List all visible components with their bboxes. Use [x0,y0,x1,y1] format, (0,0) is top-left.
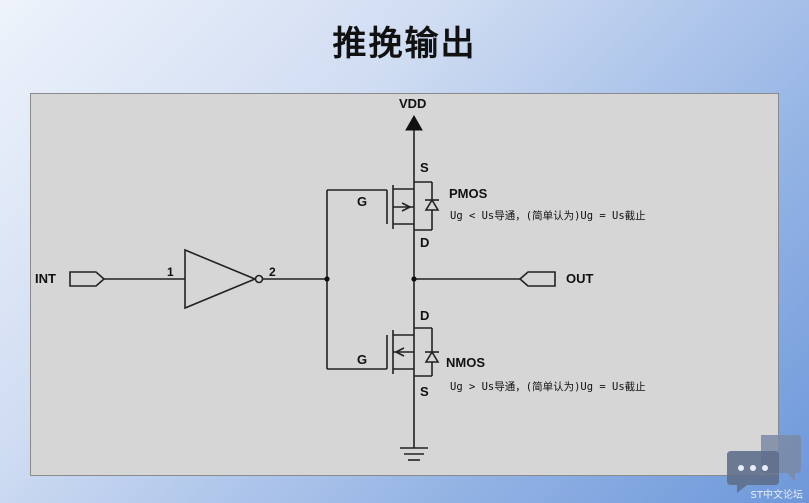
buffer-pin-out: 2 [269,265,276,279]
vdd-arrow [405,114,423,131]
pmos-source-label: S [420,160,429,175]
gate-junction [324,276,330,282]
circuit-panel [30,93,779,476]
input-label: INT [35,271,56,286]
pmos-drain-label: D [420,235,429,250]
watermark-text: ST中文论坛 [750,490,803,501]
nmos-name: NMOS [446,355,485,370]
slide-title: 推挽输出 [332,24,477,64]
pmos-gate-label: G [357,194,367,209]
input-port [69,271,106,287]
vdd-label: VDD [399,96,426,111]
output-label: OUT [566,271,594,286]
buffer-triangle [184,248,258,310]
nmos-drain-label: D [420,308,429,323]
buffer-pin-in: 1 [167,265,174,279]
nmos-gate-label: G [357,352,367,367]
output-port [518,271,556,287]
inverter-bubble [254,274,264,284]
output-junction [411,276,417,282]
pmos-condition: Ug < Us导通，(简单认为)Ug = Us截止 [450,209,646,222]
nmos-source-label: S [420,384,429,399]
chat-bubble-icon [727,435,801,493]
nmos-condition: Ug > Us导通，(简单认为)Ug = Us截止 [450,380,646,393]
nmos-body-diode [424,350,440,363]
pmos-body-diode [424,198,440,211]
pmos-name: PMOS [449,186,488,201]
